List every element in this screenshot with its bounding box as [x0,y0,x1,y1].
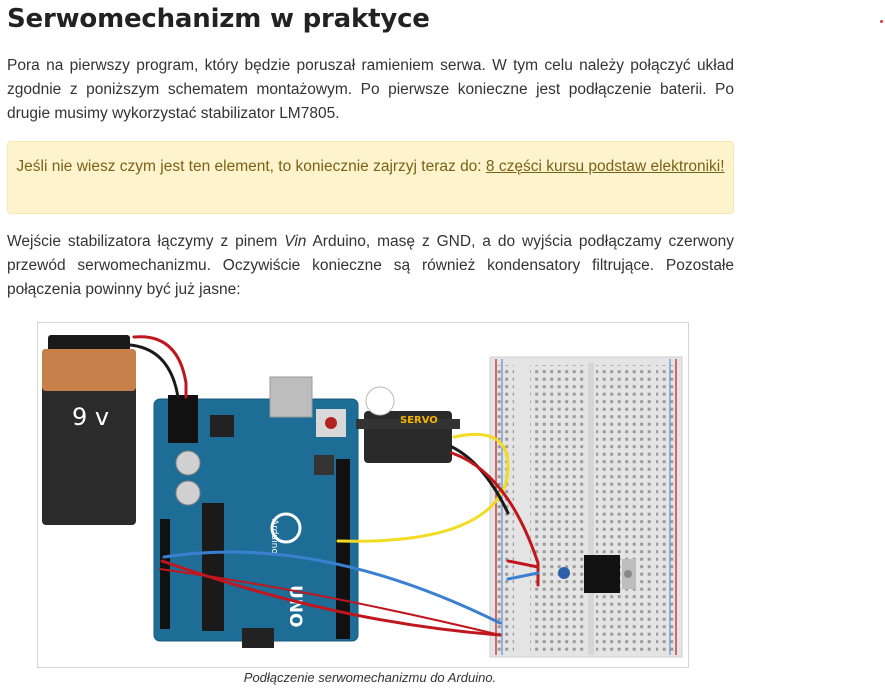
course-link[interactable]: 8 części kursu podstaw elektroniki! [485,158,725,175]
arduino-board: UNO Arduino [153,376,359,648]
servo-motor: SERVO [356,386,460,463]
wiring-text-before: Wejście stabilizatora łączymy z pinem [7,233,285,250]
servo-label: SERVO [400,415,438,426]
wiring-diagram: UNO Arduino 9 v SERVO [42,335,683,658]
intro-paragraph: Pora na pierwszy program, który będzie p… [7,57,734,122]
wires [128,335,540,637]
wiring-paragraph: Wejście stabilizatora łączymy z pinem Vi… [7,230,734,302]
breadboard [489,356,683,658]
page-title: Serwomechanizm w praktyce [7,4,430,34]
brand-label: Arduino [269,519,279,554]
wiring-diagram-figure: UNO Arduino 9 v SERVO [37,322,689,668]
red-dot-marker [880,20,883,23]
info-note: Jeśli nie wiesz czym jest ten element, t… [7,141,734,214]
figure-caption: Podłączenie serwomechanizmu do Arduino. [243,670,497,685]
battery-label: 9 v [72,403,109,431]
voltage-regulator [558,555,636,593]
wiring-text-after: Arduino, masę z GND, a do wyjścia podłąc… [7,233,734,298]
battery-9v: 9 v [42,335,136,525]
board-label: UNO [285,585,305,627]
note-text: Jeśli nie wiesz czym jest ten element, t… [16,158,486,175]
vin-pin-term: Vin [284,233,307,250]
